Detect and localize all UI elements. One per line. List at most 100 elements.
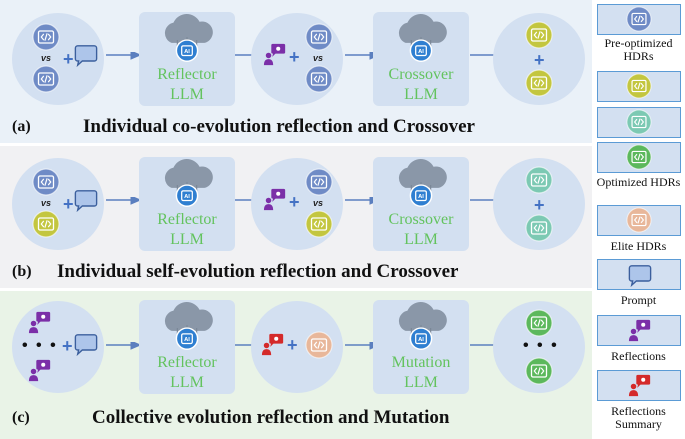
vs-label: vs xyxy=(41,198,52,208)
code-icon xyxy=(525,357,553,385)
reflection-icon xyxy=(263,188,287,212)
llm-suffix: LLM xyxy=(170,231,204,248)
vs-label: vs xyxy=(41,53,52,63)
reflection-circle: + vs xyxy=(251,158,343,250)
llm-suffix: LLM xyxy=(404,231,438,248)
plus-sign: + xyxy=(534,50,545,70)
row-tag: (c) xyxy=(12,409,30,426)
llm-label: Mutation LLM xyxy=(373,353,469,393)
legend-item-reflections-summary xyxy=(597,370,681,401)
legend-item-elite xyxy=(597,205,681,236)
row-b-panel: vs + Reflector LLM + vs Crossover LLM + … xyxy=(0,146,592,288)
cloud-llm-icon xyxy=(392,159,450,213)
legend-item-olive xyxy=(597,71,681,102)
legend-item-reflections xyxy=(597,315,681,346)
row-caption: Collective evolution reflection and Muta… xyxy=(92,407,450,428)
input-circle: • • • + xyxy=(12,301,104,393)
crossover-llm-box: Crossover LLM xyxy=(373,157,469,251)
reflection-summary-icon xyxy=(261,333,285,357)
vs-label: vs xyxy=(313,198,324,208)
input-circle: vs + xyxy=(12,13,104,105)
cloud-llm-icon xyxy=(158,14,216,68)
input-circle: vs + xyxy=(12,158,104,250)
output-circle: + xyxy=(493,158,585,250)
code-icon xyxy=(305,65,333,93)
legend-item-pre-optimized xyxy=(597,4,681,35)
arrow-icon xyxy=(106,342,142,350)
row-tag: (b) xyxy=(12,263,32,280)
llm-name: Crossover xyxy=(388,66,454,83)
llm-suffix: LLM xyxy=(404,86,438,103)
reflection-icon xyxy=(628,319,652,343)
row-tag: (a) xyxy=(12,118,31,135)
reflector-llm-box: Reflector LLM xyxy=(139,12,235,106)
legend-label: Optimized HDRs xyxy=(596,175,681,189)
code-icon xyxy=(626,73,652,99)
llm-suffix: LLM xyxy=(170,86,204,103)
llm-suffix: LLM xyxy=(170,374,204,391)
llm-label: Crossover LLM xyxy=(373,210,469,250)
cloud-llm-icon xyxy=(158,159,216,213)
output-circle: • • • xyxy=(493,301,585,393)
prompt-icon xyxy=(74,187,98,213)
row-a-panel: vs + Reflector LLM + vs Crossover LLM + … xyxy=(0,0,592,143)
code-icon xyxy=(305,210,333,238)
code-icon xyxy=(32,168,60,196)
plus-sign: + xyxy=(62,336,73,356)
code-icon xyxy=(525,214,553,242)
reflector-llm-box: Reflector LLM xyxy=(139,300,235,394)
llm-name: Reflector xyxy=(157,211,217,228)
legend-label: Reflections Summary xyxy=(611,404,666,431)
code-icon xyxy=(305,23,333,51)
mutation-llm-box: Mutation LLM xyxy=(373,300,469,394)
row-caption: Individual co-evolution reflection and C… xyxy=(83,116,475,137)
plus-sign: + xyxy=(63,49,74,69)
code-icon xyxy=(305,168,333,196)
prompt-icon xyxy=(628,263,652,287)
vs-label: vs xyxy=(313,53,324,63)
plus-sign: + xyxy=(534,195,545,215)
code-icon xyxy=(32,65,60,93)
llm-name: Mutation xyxy=(391,354,451,371)
legend-label: Elite HDRs xyxy=(610,239,667,253)
legend-item-prompt xyxy=(597,259,681,290)
row-c-panel: • • • + Reflector LLM + Mutation LLM • •… xyxy=(0,291,592,439)
code-icon xyxy=(626,144,652,170)
legend-item-teal xyxy=(597,107,681,138)
reflection-icon xyxy=(28,311,52,335)
reflection-circle: + vs xyxy=(251,13,343,105)
llm-name: Reflector xyxy=(157,354,217,371)
row-caption: Individual self-evolution reflection and… xyxy=(57,261,459,282)
legend-label: Pre-optimized HDRs xyxy=(604,36,673,63)
crossover-llm-box: Crossover LLM xyxy=(373,12,469,106)
output-circle: + xyxy=(493,13,585,105)
llm-name: Reflector xyxy=(157,66,217,83)
code-icon xyxy=(626,207,652,233)
code-icon xyxy=(32,210,60,238)
cloud-llm-icon xyxy=(392,302,450,356)
code-icon xyxy=(305,331,333,359)
plus-sign: + xyxy=(289,47,300,67)
legend-item-optimized xyxy=(597,142,681,173)
arrow-icon xyxy=(106,52,142,60)
plus-sign: + xyxy=(289,192,300,212)
plus-sign: + xyxy=(63,194,74,214)
llm-label: Reflector LLM xyxy=(139,210,235,250)
llm-name: Crossover xyxy=(388,211,454,228)
llm-label: Crossover LLM xyxy=(373,65,469,105)
llm-label: Reflector LLM xyxy=(139,353,235,393)
cloud-llm-icon xyxy=(392,14,450,68)
plus-sign: + xyxy=(287,335,298,355)
prompt-icon xyxy=(74,331,98,357)
code-icon xyxy=(525,166,553,194)
code-icon xyxy=(626,109,652,135)
code-icon xyxy=(32,23,60,51)
reflection-icon xyxy=(263,43,287,67)
ellipsis: • • • xyxy=(22,337,58,354)
reflection-circle: + xyxy=(251,301,343,393)
legend-label: Prompt xyxy=(620,293,657,307)
reflection-summary-icon xyxy=(628,374,652,398)
llm-suffix: LLM xyxy=(404,374,438,391)
llm-label: Reflector LLM xyxy=(139,65,235,105)
ellipsis: • • • xyxy=(523,337,559,354)
